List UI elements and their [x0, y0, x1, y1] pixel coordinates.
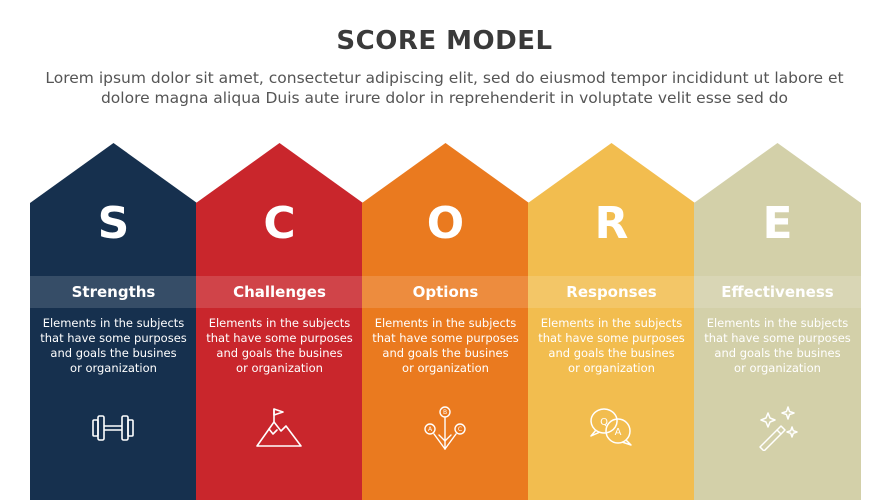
column-letter: S	[97, 198, 130, 249]
desc-line: Elements in the subjects	[540, 316, 683, 330]
desc-line: or organization	[70, 361, 157, 375]
label-band	[30, 276, 197, 308]
column-label: Options	[412, 283, 479, 301]
dumbbell-icon	[92, 415, 134, 441]
column-options: O Options Elements in the subjects that …	[362, 143, 529, 500]
arrow-shape	[362, 143, 529, 500]
mountain-flag-icon	[256, 408, 302, 447]
arrow-shape	[528, 143, 695, 500]
a-text: A	[615, 427, 622, 438]
column-letter: E	[762, 198, 793, 249]
magic-wand-icon	[759, 406, 798, 451]
page-subtitle: Lorem ipsum dolor sit amet, consectetur …	[45, 69, 844, 107]
column-description: Elements in the subjects that have some …	[370, 316, 521, 376]
arrow-shape	[694, 143, 861, 500]
desc-line: Elements in the subjects	[208, 316, 351, 330]
option-b-text: B	[443, 409, 447, 416]
desc-line: that have some purposes	[206, 331, 353, 345]
column-challenges: C Challenges Elements in the subjects th…	[196, 143, 363, 500]
column-letter: C	[263, 198, 296, 249]
q-text: Q	[600, 417, 608, 428]
column-description: Elements in the subjects that have some …	[204, 316, 355, 376]
column-label: Responses	[566, 283, 657, 301]
desc-line: or organization	[236, 361, 323, 375]
column-strengths: S Strengths Elements in the subjects tha…	[30, 143, 197, 500]
column-label: Challenges	[233, 283, 326, 301]
options-arrows-icon: B A C	[424, 406, 466, 450]
arrow-fill	[362, 143, 529, 500]
desc-line: and goals the busines	[216, 346, 343, 360]
desc-line: and goals the busines	[714, 346, 841, 360]
column-description: Elements in the subjects that have some …	[38, 316, 189, 376]
label-band	[196, 276, 363, 308]
column-label: Strengths	[71, 283, 156, 301]
desc-line: or organization	[734, 361, 821, 375]
arrow-fill	[528, 143, 695, 500]
label-band	[362, 276, 529, 308]
arrow-shape	[30, 143, 197, 500]
arrow-fill	[196, 143, 363, 500]
page-title: SCORE MODEL	[336, 26, 553, 56]
column-responses: R Responses Elements in the subjects tha…	[528, 143, 695, 500]
option-a-text: A	[428, 426, 433, 433]
desc-line: and goals the busines	[50, 346, 177, 360]
desc-line: that have some purposes	[538, 331, 685, 345]
column-description: Elements in the subjects that have some …	[536, 316, 687, 376]
desc-line: that have some purposes	[704, 331, 851, 345]
column-description: Elements in the subjects that have some …	[702, 316, 853, 376]
qa-bubbles-icon: Q A	[590, 408, 632, 446]
column-effectiveness: E Effectiveness Elements in the subjects…	[694, 143, 861, 500]
arrow-fill	[30, 143, 197, 500]
desc-line: Elements in the subjects	[42, 316, 185, 330]
desc-line: or organization	[568, 361, 655, 375]
column-letter: O	[426, 198, 465, 249]
arrow-fill	[694, 143, 861, 500]
desc-line: Elements in the subjects	[706, 316, 849, 330]
desc-line: and goals the busines	[382, 346, 509, 360]
desc-line: Elements in the subjects	[374, 316, 517, 330]
desc-line: or organization	[402, 361, 489, 375]
desc-line: that have some purposes	[40, 331, 187, 345]
arrow-shape	[196, 143, 363, 500]
desc-line: that have some purposes	[372, 331, 519, 345]
column-letter: R	[594, 198, 629, 249]
option-c-text: C	[458, 426, 462, 433]
label-band	[528, 276, 695, 308]
label-band	[694, 276, 861, 308]
desc-line: and goals the busines	[548, 346, 675, 360]
column-label: Effectiveness	[721, 283, 834, 301]
